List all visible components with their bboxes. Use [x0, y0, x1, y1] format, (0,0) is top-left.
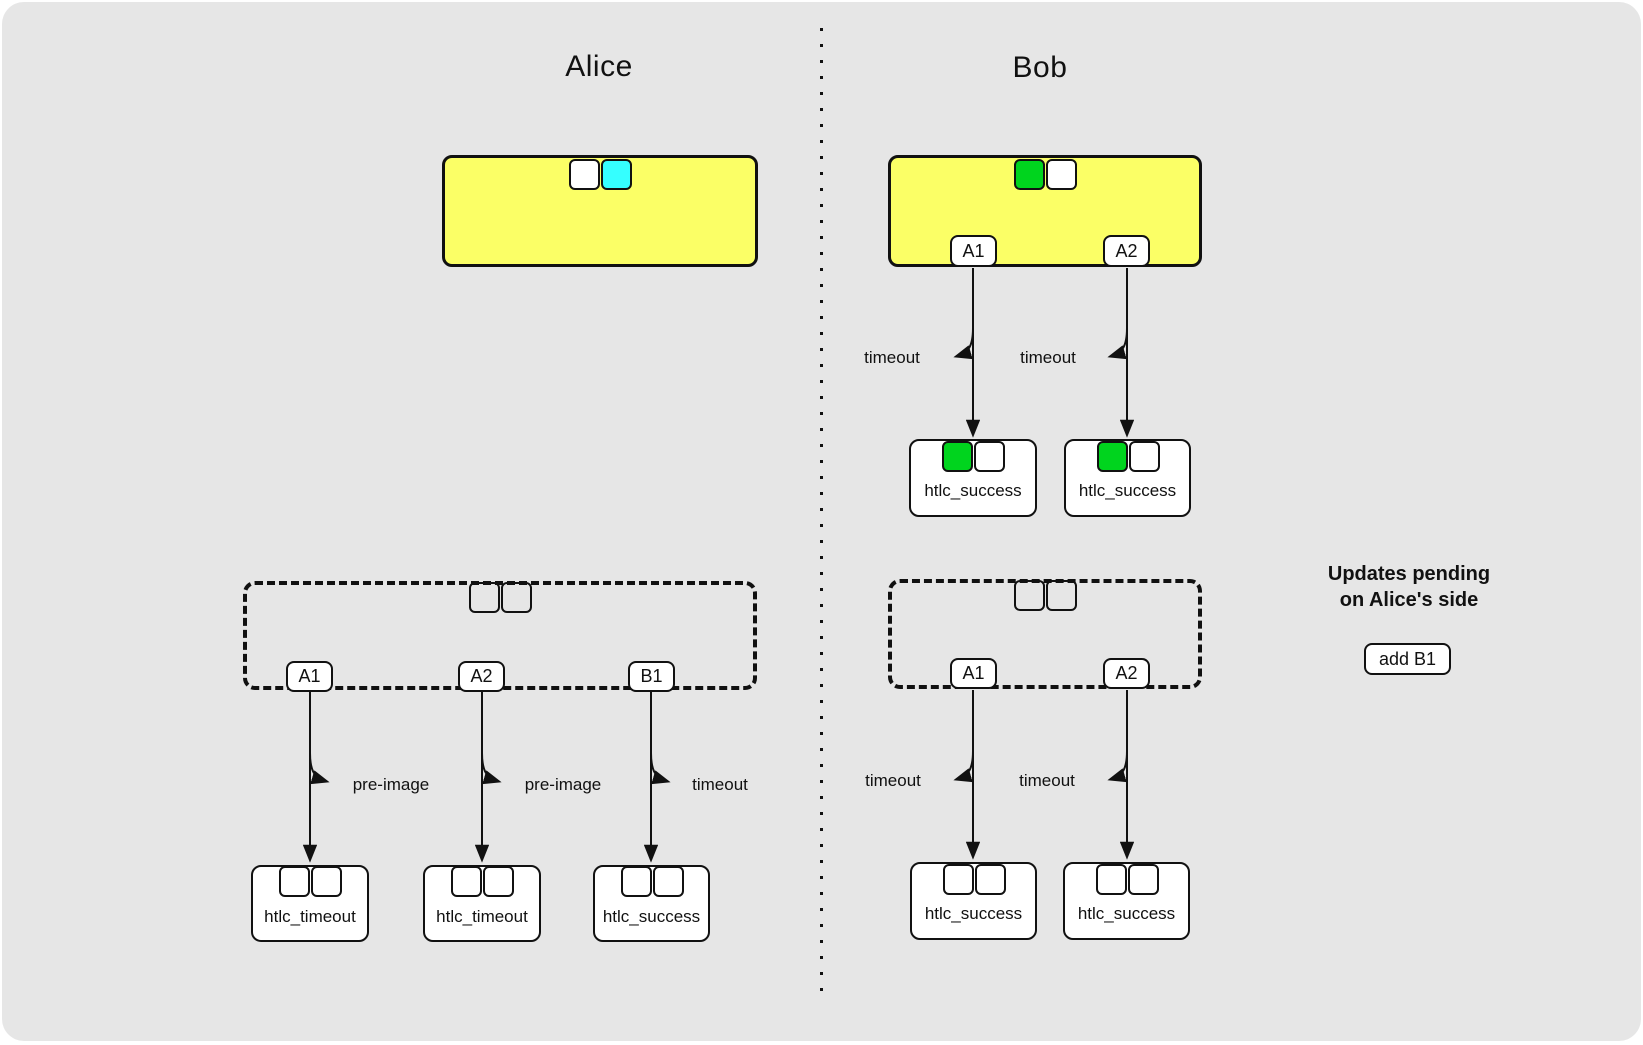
- alice-pending-output-b1: B1: [628, 661, 675, 692]
- htlc-slot-white: [974, 441, 1005, 472]
- htlc-slot-white: [1127, 864, 1159, 895]
- htlc-box-label: htlc_timeout: [264, 907, 356, 926]
- claim-label-timeout: timeout: [1019, 771, 1075, 790]
- htlc-slot-white: [1128, 441, 1160, 472]
- alice-commitment-box: [442, 155, 758, 267]
- bob-pending-output-a2: A2: [1103, 658, 1150, 689]
- htlc-box-label: htlc_success: [924, 481, 1022, 500]
- claim-label-timeout: timeout: [865, 771, 921, 790]
- htlc-box-label: htlc_success: [924, 904, 1023, 923]
- add-b1-button[interactable]: add B1: [1364, 643, 1451, 675]
- htlc-slot-white: [279, 866, 310, 897]
- htlc-slot-green: [942, 441, 973, 472]
- alice-commitment-slot-white: [569, 159, 600, 190]
- pending-slot-empty: [501, 582, 532, 613]
- htlc-box-label: htlc_success: [1077, 904, 1176, 923]
- pending-slot-empty: [469, 582, 500, 613]
- htlc-slot-green: [1096, 441, 1128, 472]
- htlc-slot-white: [974, 864, 1006, 895]
- alice-pending-output-a1: A1: [286, 661, 333, 692]
- htlc-slot-white: [311, 866, 342, 897]
- htlc-slot-white: [483, 866, 514, 897]
- htlc-box-label: htlc_success: [1078, 481, 1177, 500]
- htlc-timeout-box-alice-2: htlc_timeout: [423, 865, 541, 942]
- claim-label-timeout: timeout: [1020, 348, 1076, 367]
- htlc-box-label: htlc_success: [602, 907, 701, 926]
- claim-label-timeout: timeout: [864, 348, 920, 367]
- htlc-box-label: htlc_timeout: [436, 907, 528, 926]
- htlc-success-box-bob-pending-1: htlc_success: [910, 862, 1037, 940]
- alice-column-title: Alice: [565, 50, 633, 83]
- htlc-success-box-alice: htlc_success: [593, 865, 710, 942]
- htlc-slot-white: [942, 864, 974, 895]
- bob-commitment-output-a2: A2: [1103, 235, 1150, 267]
- htlc-timeout-box-alice-1: htlc_timeout: [251, 865, 369, 942]
- claim-label-pre-image: pre-image: [524, 775, 602, 794]
- htlc-success-box-bob-commit-1: htlc_success: [909, 439, 1037, 517]
- bob-pending-output-a1: A1: [950, 658, 997, 689]
- claim-label-pre-image: pre-image: [352, 775, 430, 794]
- bob-column-title: Bob: [1012, 51, 1068, 84]
- bob-commitment-slot-green: [1014, 159, 1045, 190]
- htlc-success-box-bob-commit-2: htlc_success: [1064, 439, 1191, 517]
- htlc-success-box-bob-pending-2: htlc_success: [1063, 862, 1190, 940]
- pending-slot-empty: [1046, 580, 1077, 611]
- htlc-slot-white: [652, 866, 684, 897]
- bob-commitment-box: [888, 155, 1202, 267]
- bob-commitment-output-a1: A1: [950, 235, 997, 267]
- bob-pending-box: [888, 579, 1202, 689]
- htlc-slot-white: [451, 866, 482, 897]
- alice-commitment-slot-cyan: [601, 159, 632, 190]
- htlc-slot-white: [620, 866, 652, 897]
- pending-note-line2: on Alice's side: [1339, 589, 1479, 611]
- pending-slot-empty: [1014, 580, 1045, 611]
- column-divider-dotted-line: [820, 28, 823, 994]
- htlc-slot-white: [1095, 864, 1127, 895]
- bob-commitment-slot-white: [1046, 159, 1077, 190]
- alice-pending-output-a2: A2: [458, 661, 505, 692]
- claim-label-timeout: timeout: [692, 775, 748, 794]
- pending-note-line1: Updates pending: [1327, 563, 1491, 585]
- pending-update-note: Updates pending on Alice's side: [1289, 561, 1529, 613]
